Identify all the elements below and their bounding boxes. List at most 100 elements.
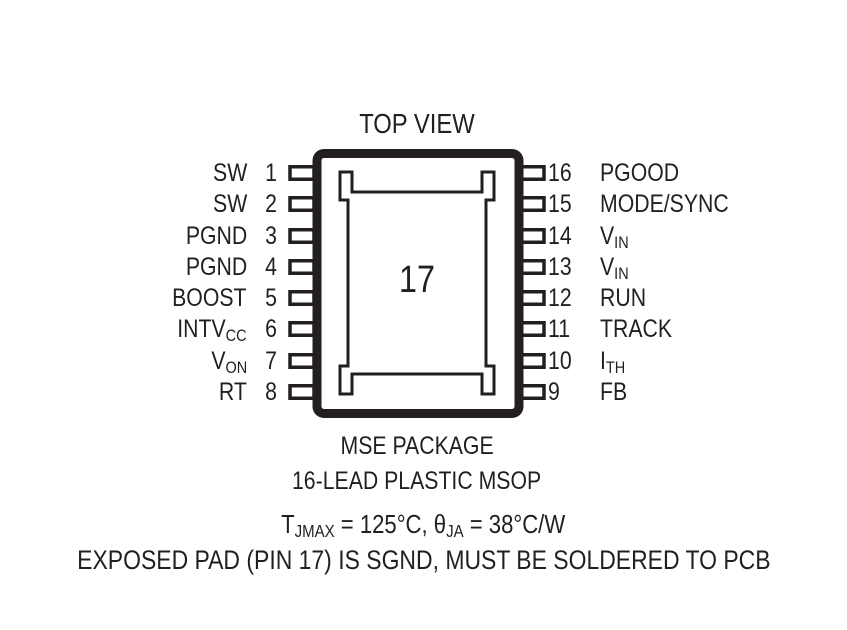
thermal-note-text: TJMAX = 125°C, θJA = 38°C/W	[281, 507, 565, 541]
pin-label-sub: IN	[614, 232, 629, 252]
pin-stub	[518, 259, 546, 275]
pin-label-sub: IN	[614, 263, 629, 283]
exposed-pad-number: 17	[399, 259, 435, 301]
thermal-sub: JMAX	[294, 520, 336, 541]
pin-row-16: 16 PGOOD	[548, 156, 693, 190]
pin-label: SW	[213, 156, 247, 190]
pin-label-text: RT	[219, 378, 247, 406]
pin-label-text: V	[600, 222, 615, 250]
pin-row-13: 13 VIN	[548, 250, 634, 284]
pin-label-text: I	[600, 347, 606, 375]
pin-label: BOOST	[173, 281, 247, 315]
exposed-pad-outline	[338, 170, 496, 396]
top-view-text: TOP VIEW	[359, 108, 475, 139]
pin-number: 3	[265, 222, 277, 250]
pin-label-text: MODE/SYNC	[600, 190, 729, 218]
pin-label-text: TRACK	[600, 315, 673, 343]
pin-label: MODE/SYNC	[600, 187, 729, 221]
pin-label: RUN	[600, 281, 646, 315]
pin-stub	[518, 290, 546, 306]
pin-number: 7	[265, 347, 277, 375]
pin-number: 15	[548, 190, 572, 218]
pin-number: 12	[548, 284, 572, 312]
pin-label-text: BOOST	[172, 284, 247, 312]
pin-stub	[288, 290, 316, 306]
pin-number: 14	[548, 222, 572, 250]
pin-label-text: FB	[600, 378, 628, 406]
pin-number: 4	[265, 253, 277, 281]
pin-label-text: V	[211, 347, 226, 375]
thermal-sub: JA	[446, 520, 464, 541]
pin-row-15: 15 MODE/SYNC	[548, 187, 751, 221]
thermal-seg: = 38°C/W	[463, 509, 566, 539]
pin-stub	[518, 353, 546, 369]
pin-row-9: 9 FB	[548, 375, 632, 409]
pin-number: 16	[548, 159, 572, 187]
top-view-label: TOP VIEW	[0, 110, 834, 138]
package-diagram	[288, 149, 546, 418]
package-type: 16-LEAD PLASTIC MSOP	[0, 464, 834, 499]
pin-row-11: 11 TRACK	[548, 312, 685, 346]
pin-row-4: PGND 4	[175, 250, 277, 284]
pin-row-1: SW 1	[207, 156, 277, 190]
pin-label: SW	[213, 187, 247, 221]
pin-number: 8	[265, 378, 277, 406]
pin-label: VIN	[600, 250, 629, 284]
pin-row-5: BOOST 5	[159, 281, 277, 315]
pin-label: ITH	[600, 344, 625, 378]
pin-number: 6	[265, 315, 277, 343]
pin-label: PGOOD	[600, 156, 679, 190]
pin-number: 11	[548, 315, 571, 343]
pin-stub	[518, 384, 546, 400]
pin-stub	[518, 196, 546, 212]
package-name: MSE PACKAGE	[0, 429, 834, 464]
pin-stub	[288, 259, 316, 275]
pin-stub	[288, 165, 316, 181]
pin-row-8: RT 8	[214, 375, 277, 409]
exposed-pad-note: EXPOSED PAD (PIN 17) IS SGND, MUST BE SO…	[0, 543, 847, 577]
pin-stub	[288, 353, 316, 369]
pin-stub	[288, 321, 316, 337]
package-name-text: MSE PACKAGE	[340, 432, 494, 460]
pin-stub	[288, 196, 316, 212]
pin-number: 13	[548, 253, 572, 281]
pin-number: 1	[265, 159, 277, 187]
pin-label: VON	[211, 344, 247, 378]
pin-row-6: INTVCC 6	[165, 312, 277, 346]
pin-number: 5	[265, 284, 277, 312]
pin-row-14: 14 VIN	[548, 219, 634, 253]
thermal-note: TJMAX = 125°C, θJA = 38°C/W	[0, 507, 847, 541]
pin-number: 10	[548, 347, 572, 375]
pin-label-sub: CC	[226, 325, 247, 345]
pin-number: 2	[265, 190, 277, 218]
pin-label-sub: TH	[605, 357, 626, 377]
pin-label-text: RUN	[600, 284, 647, 312]
pin-row-2: SW 2	[207, 187, 277, 221]
pin-label: TRACK	[600, 312, 672, 346]
pin-label-text: PGOOD	[600, 159, 680, 187]
pin-label: VIN	[600, 219, 629, 253]
pin-stub	[288, 228, 316, 244]
pin-row-7: VON 7	[205, 344, 277, 378]
pin-label: RT	[219, 375, 247, 409]
pin-label-sub: ON	[225, 357, 247, 377]
pin-label-text: V	[600, 253, 615, 281]
pin-label: INTVCC	[178, 312, 247, 346]
pin-stub	[518, 165, 546, 181]
thermal-seg: θ	[434, 509, 447, 539]
pin-label-text: INTV	[177, 315, 227, 343]
pin-row-10: 10 ITH	[548, 344, 630, 378]
pin-row-12: 12 RUN	[548, 281, 654, 315]
exposed-pad-note-text: EXPOSED PAD (PIN 17) IS SGND, MUST BE SO…	[76, 545, 771, 575]
pin-label: FB	[600, 375, 627, 409]
thermal-seg: = 125°C,	[335, 509, 435, 539]
pin-label-text: SW	[212, 159, 247, 187]
pin-label-text: PGND	[185, 222, 247, 250]
pin-label: PGND	[186, 219, 247, 253]
pin-row-3: PGND 3	[175, 219, 277, 253]
thermal-seg: T	[281, 509, 295, 539]
pin-label: PGND	[186, 250, 247, 284]
pin-stub	[518, 228, 546, 244]
pin-stub	[288, 384, 316, 400]
